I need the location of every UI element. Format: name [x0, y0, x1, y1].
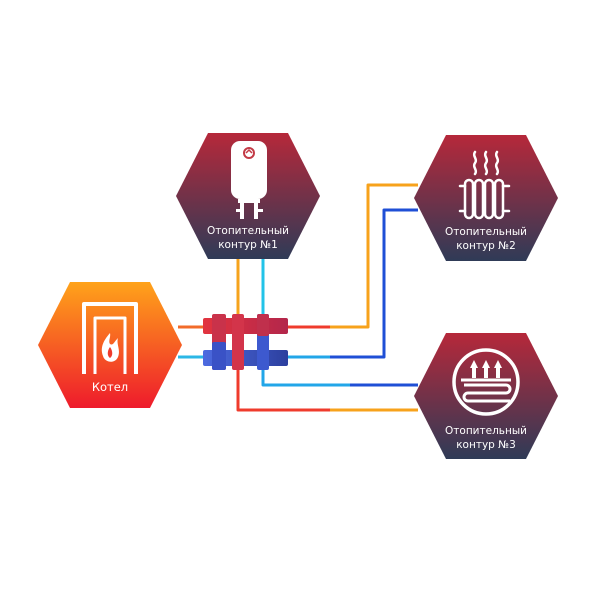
water-heater-icon	[231, 141, 267, 219]
boiler-node: Котел	[38, 282, 182, 408]
boiler-icon	[82, 302, 138, 374]
circuit-2-return-pipe	[288, 208, 418, 359]
circuit-2-label-line2: контур №2	[456, 240, 516, 252]
floor-heating-icon	[452, 348, 520, 416]
circuit-3-return-pipe	[261, 368, 418, 387]
circuit-2-node: Отопительный контур №2	[414, 135, 558, 261]
circuit-2-label-line1: Отопительный	[445, 226, 527, 238]
circuit-3-hexagon	[414, 333, 558, 459]
pipes	[178, 183, 418, 412]
circuit-3-supply-pipe	[236, 368, 418, 412]
hydraulic-manifold	[203, 314, 288, 370]
circuit-1-node: Отопительный контур №1	[176, 133, 320, 259]
manifold-pipe-stub-2-top	[257, 314, 269, 336]
circuit-3-label-line2: контур №3	[456, 439, 516, 451]
radiator-icon	[458, 150, 511, 220]
circuit-1-label-line2: контур №1	[218, 239, 278, 251]
circuit-3-node: Отопительный контур №3	[414, 333, 558, 459]
manifold-pipe-stub-1	[232, 314, 244, 370]
boiler-label: Котел	[92, 380, 128, 394]
manifold-left-column-lower	[212, 342, 226, 370]
circuit-1-label-line1: Отопительный	[207, 225, 289, 237]
circuit-3-label-line1: Отопительный	[445, 425, 527, 437]
